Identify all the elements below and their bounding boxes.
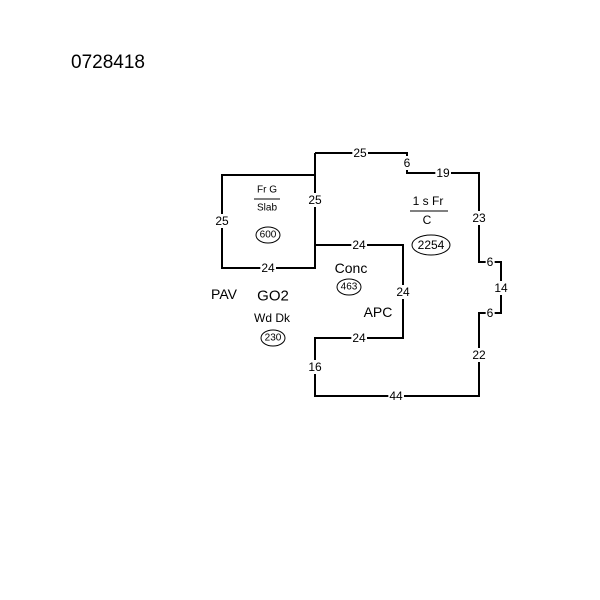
conc-area: Conc 463 (335, 260, 368, 296)
dimension-label-bg (214, 214, 230, 228)
dimension-label-bg (485, 255, 495, 269)
dimension-label-bg (471, 211, 487, 225)
house-area: 1 s Fr C 2254 (410, 194, 451, 256)
apc-label: APC (364, 304, 393, 320)
conc-label: Conc (335, 260, 368, 276)
sketch-id: 0728418 (71, 52, 145, 73)
deck-label: Wd Dk (254, 311, 291, 325)
dimension-label: 6 (487, 306, 494, 320)
pav-label: PAV (211, 286, 238, 302)
garage-outline (221, 153, 316, 269)
dimension-label-bg (388, 389, 404, 403)
dimension-label: 25 (353, 146, 367, 160)
dimension-label: 14 (494, 281, 508, 295)
dimension-label: 16 (308, 360, 322, 374)
dimension-label: 24 (352, 238, 366, 252)
garage-foundation: Slab (257, 203, 277, 214)
deck-code: GO2 (257, 288, 289, 305)
dimension-label-bg (471, 348, 487, 362)
dimension-label-bg (402, 156, 412, 170)
dimension-label: 24 (261, 261, 275, 275)
dimension-label: 22 (472, 348, 486, 362)
dimension-label-bg (493, 281, 509, 295)
deck-sqft: 230 (265, 333, 282, 344)
conc-sqft: 463 (341, 282, 358, 293)
garage-area: Fr G Slab 600 (254, 185, 281, 244)
dimension-label-bg (307, 360, 323, 374)
dimension-label-bg (307, 193, 323, 207)
dimension-label: 44 (389, 389, 403, 403)
dimension-label-bg (351, 331, 367, 345)
dimension-label-bg (351, 238, 367, 252)
dimension-label: 19 (436, 166, 450, 180)
garage-sqft: 600 (260, 230, 277, 241)
deck-area: GO2 Wd Dk 230 (254, 288, 291, 347)
dimension-label: 6 (487, 255, 494, 269)
house-type: 1 s Fr (413, 194, 444, 208)
dimension-label-bg (352, 146, 368, 160)
garage-type: Fr G (257, 185, 277, 196)
dimension-label: 25 (215, 214, 229, 228)
house-sqft: 2254 (418, 238, 445, 252)
dimension-label: 23 (472, 211, 486, 225)
dimension-label: 24 (352, 331, 366, 345)
dimension-label-bg (260, 261, 276, 275)
dimension-label-bg (485, 306, 495, 320)
dimension-label-bg (435, 166, 451, 180)
dimension-label: 25 (308, 193, 322, 207)
house-foundation: C (423, 213, 432, 227)
dimension-label: 6 (404, 156, 411, 170)
dimension-label-bg (395, 285, 411, 299)
dimension-label: 24 (396, 285, 410, 299)
